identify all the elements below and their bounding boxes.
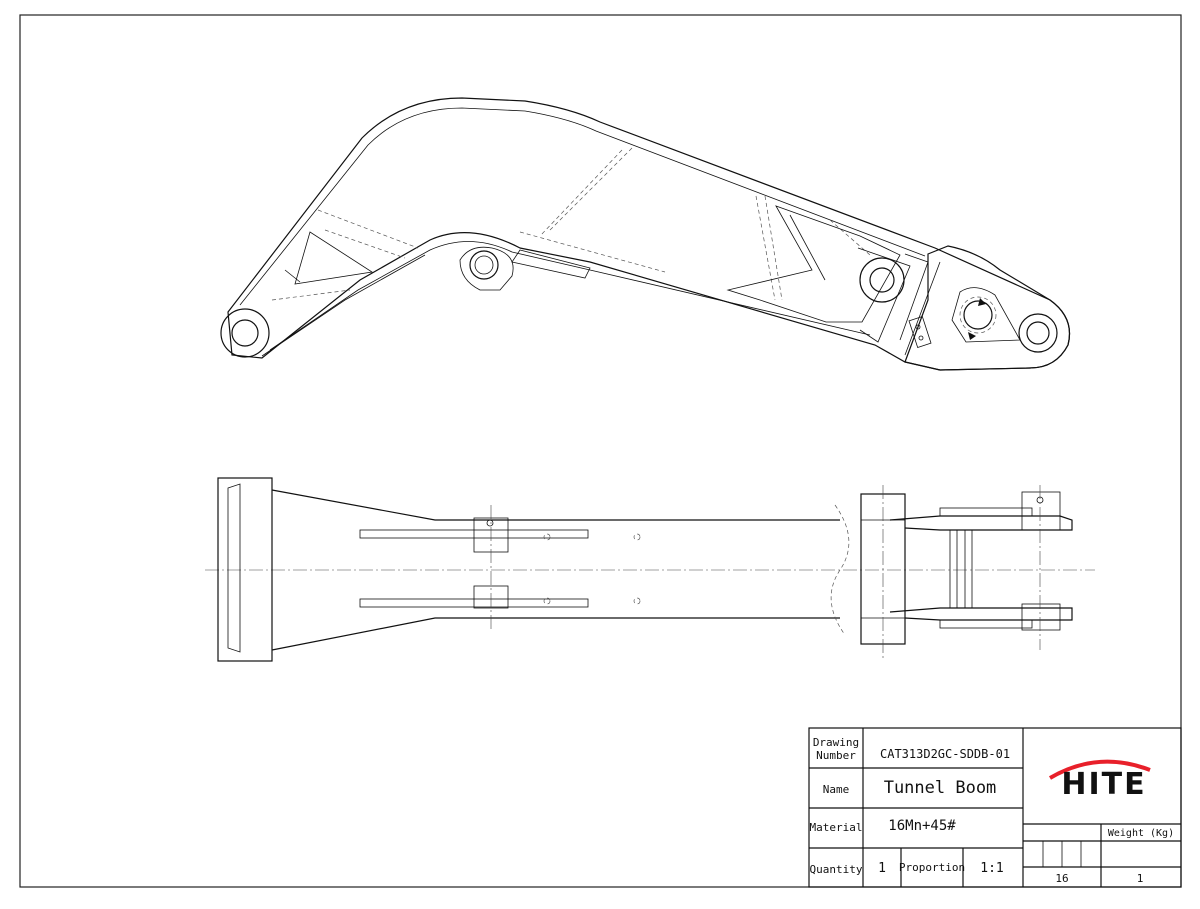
boom-top-view bbox=[205, 477, 1095, 662]
boom-side-view bbox=[220, 97, 1071, 371]
hite-logo: HITE bbox=[1048, 759, 1151, 802]
title-block: Drawing Number CAT313D2GC-SDDB-01 Name T… bbox=[808, 727, 1182, 888]
sheet-border bbox=[19, 14, 1182, 888]
drawing-number-label-line1: Drawing bbox=[813, 736, 859, 749]
quantity-label: Quantity bbox=[810, 863, 863, 876]
foot-pin bbox=[220, 308, 270, 358]
logo-arc bbox=[1048, 759, 1151, 780]
foot-box bbox=[217, 477, 273, 662]
grease-block bbox=[908, 316, 932, 348]
material-value: 16Mn+45# bbox=[888, 818, 956, 834]
drawing-number-value: CAT313D2GC-SDDB-01 bbox=[880, 747, 1010, 761]
proportion-value: 1:1 bbox=[980, 861, 1003, 876]
proportion-label: Proportion bbox=[899, 861, 965, 874]
logo-text: HITE bbox=[1061, 767, 1146, 802]
weight-right-value: 1 bbox=[1137, 872, 1144, 885]
drawing-number-label-line2: Number bbox=[816, 749, 856, 762]
head-pin-front bbox=[1018, 313, 1058, 353]
name-label: Name bbox=[823, 783, 850, 796]
mid-pin-boss bbox=[469, 250, 499, 280]
head-pin-upper bbox=[963, 300, 993, 330]
name-value: Tunnel Boom bbox=[884, 778, 997, 798]
weight-label: Weight (Kg) bbox=[1108, 828, 1174, 839]
quantity-value: 1 bbox=[878, 861, 886, 876]
weight-left-value: 16 bbox=[1055, 872, 1068, 885]
material-label: Material bbox=[810, 821, 863, 834]
